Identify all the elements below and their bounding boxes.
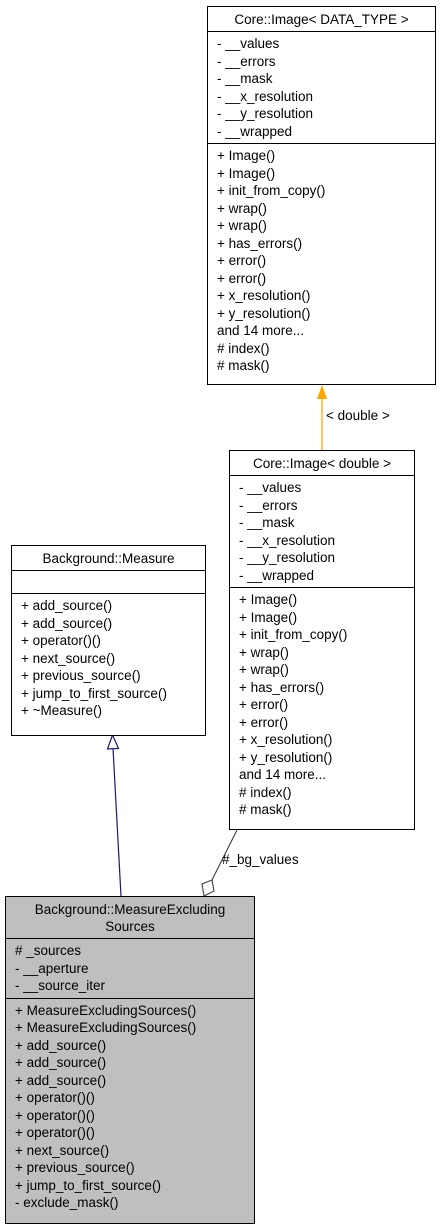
- method: + operator()(): [21, 633, 101, 648]
- inheritance-edge: [112, 747, 122, 897]
- attribute: # _sources: [15, 943, 82, 958]
- method: + next_source(): [21, 650, 116, 666]
- more-methods[interactable]: and 14 more...: [217, 323, 305, 338]
- method: + previous_source(): [21, 668, 141, 683]
- class-title-line: Background::MeasureExcluding: [34, 902, 226, 917]
- method: + add_source(): [15, 1055, 107, 1070]
- method: + jump_to_first_source(): [21, 685, 167, 701]
- method: + init_from_copy(): [239, 627, 348, 642]
- class-title: Background::MeasureExcluding Sources: [6, 897, 254, 939]
- attribute: - __mask: [239, 515, 295, 530]
- class-title: Background::Measure: [12, 546, 205, 571]
- template-arrowhead: [317, 385, 327, 399]
- method: + next_source(): [15, 1142, 110, 1158]
- more-methods[interactable]: and 14 more...: [239, 767, 327, 782]
- class-image-template[interactable]: Core::Image< DATA_TYPE > - __values - __…: [207, 6, 436, 385]
- attribute: - __y_resolution: [239, 550, 336, 565]
- method: + operator()(): [15, 1090, 95, 1105]
- method: + operator()(): [15, 1125, 95, 1140]
- class-title: Core::Image< DATA_TYPE >: [208, 7, 435, 32]
- class-measure-excluding-sources[interactable]: Background::MeasureExcluding Sources # _…: [5, 896, 255, 1224]
- inheritance-arrowhead: [106, 733, 120, 750]
- attribute: - __y_resolution: [217, 106, 314, 121]
- method: + error(): [217, 270, 267, 286]
- method: + wrap(): [217, 218, 267, 233]
- attribute: - __x_resolution: [217, 88, 314, 104]
- attributes-section: # _sources - __aperture - __source_iter: [6, 939, 254, 998]
- method: - exclude_mask(): [15, 1195, 119, 1210]
- method: # mask(): [239, 802, 292, 817]
- method: + Image(): [217, 165, 276, 181]
- methods-section: + Image() + Image() + init_from_copy() +…: [230, 587, 414, 822]
- method: + has_errors(): [239, 679, 325, 695]
- method: # index(): [217, 340, 270, 356]
- method: + MeasureExcludingSources(): [15, 1002, 197, 1018]
- method: + Image(): [217, 148, 276, 163]
- method: + init_from_copy(): [217, 183, 326, 198]
- method: + y_resolution(): [239, 749, 333, 765]
- attribute: - __mask: [217, 71, 273, 86]
- method: + y_resolution(): [217, 305, 311, 321]
- association-edge: [211, 829, 238, 881]
- association-label: #_bg_values: [222, 852, 299, 867]
- method: + has_errors(): [217, 235, 303, 251]
- method: + wrap(): [239, 662, 289, 677]
- method: + MeasureExcludingSources(): [15, 1020, 197, 1035]
- attribute: - __x_resolution: [239, 532, 336, 548]
- method: + previous_source(): [15, 1160, 135, 1175]
- class-title-line: Sources: [105, 919, 155, 934]
- method: + add_source(): [21, 598, 113, 613]
- attribute: - __source_iter: [15, 978, 106, 993]
- attributes-section: - __values - __errors - __mask - __x_res…: [230, 476, 414, 587]
- attributes-section: - __values - __errors - __mask - __x_res…: [208, 32, 435, 143]
- method: + x_resolution(): [239, 732, 333, 747]
- method: + ~Measure(): [21, 703, 103, 718]
- attribute: - __errors: [217, 53, 276, 69]
- method: # mask(): [217, 358, 270, 373]
- class-title: Core::Image< double >: [230, 451, 414, 476]
- template-instantiation-label: < double >: [326, 408, 390, 423]
- method: + x_resolution(): [217, 288, 311, 303]
- attribute: - __wrapped: [217, 123, 293, 139]
- methods-section: + Image() + Image() + init_from_copy() +…: [208, 143, 435, 378]
- attribute: - __aperture: [15, 960, 89, 976]
- method: + operator()(): [15, 1107, 95, 1123]
- method: + wrap(): [239, 644, 289, 660]
- method: + Image(): [239, 592, 298, 607]
- method: + add_source(): [15, 1072, 107, 1088]
- method: + add_source(): [15, 1037, 107, 1053]
- methods-section: + MeasureExcludingSources() + MeasureExc…: [6, 997, 254, 1215]
- class-image-double[interactable]: Core::Image< double > - __values - __err…: [229, 450, 415, 830]
- method: + jump_to_first_source(): [15, 1177, 161, 1193]
- method: + error(): [239, 714, 289, 730]
- method: + error(): [239, 697, 289, 712]
- attributes-section: [12, 571, 205, 593]
- attribute: - __values: [239, 480, 302, 495]
- attribute: - __values: [217, 36, 280, 51]
- method: + Image(): [239, 609, 298, 625]
- attribute: - __wrapped: [239, 567, 315, 583]
- class-measure[interactable]: Background::Measure + add_source() + add…: [11, 545, 206, 736]
- method: + error(): [217, 253, 267, 268]
- method: # index(): [239, 784, 292, 800]
- aggregation-diamond: [201, 879, 215, 897]
- method: + add_source(): [21, 615, 113, 631]
- method: + wrap(): [217, 200, 267, 216]
- methods-section: + add_source() + add_source() + operator…: [12, 593, 205, 723]
- attribute: - __errors: [239, 497, 298, 513]
